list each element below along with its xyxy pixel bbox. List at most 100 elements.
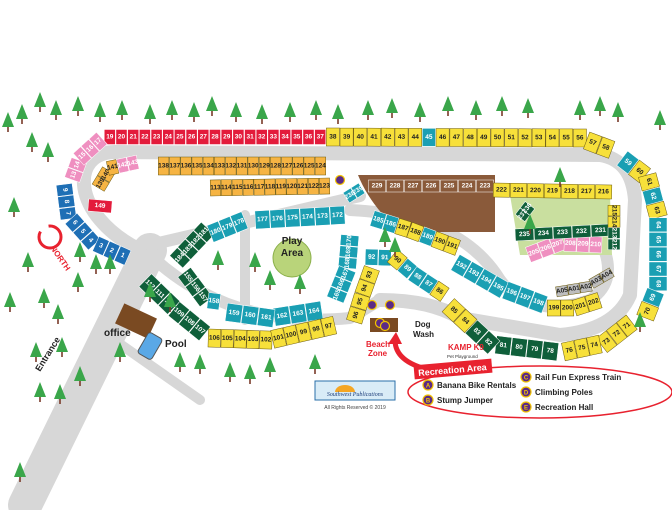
recreation-marker-d[interactable] (384, 299, 396, 311)
campsite[interactable]: 165 (326, 286, 348, 304)
campsite[interactable]: 9 (55, 183, 74, 197)
campsite[interactable]: 7 (58, 206, 77, 221)
campsite[interactable]: 75 (573, 337, 591, 359)
campsite[interactable]: 17 (88, 131, 108, 152)
campsite[interactable]: 84 (453, 308, 478, 334)
campsite[interactable]: 42 (380, 127, 395, 147)
campsite[interactable]: 175 (284, 208, 301, 228)
campsite[interactable]: 189 (418, 226, 437, 247)
campsite[interactable]: 234 (533, 226, 554, 241)
campsite[interactable]: 37 (314, 129, 326, 145)
campsite[interactable]: 79 (525, 339, 544, 360)
campsite[interactable]: 168 (337, 256, 358, 270)
campsite[interactable]: 62 (642, 186, 664, 206)
campsite[interactable]: 129 (258, 156, 270, 176)
campsite[interactable]: 82 (476, 330, 501, 355)
campsite[interactable]: 58 (595, 136, 616, 159)
campsite[interactable]: 61 (638, 172, 660, 192)
campsite[interactable]: A02 (579, 280, 593, 294)
campsite[interactable]: 166 (330, 275, 352, 293)
campsite[interactable]: 117 (253, 178, 265, 196)
campsite[interactable]: 27 (197, 129, 210, 145)
campsite[interactable]: 160 (240, 305, 260, 326)
campsite[interactable]: 228 (386, 179, 404, 193)
campsite[interactable]: 184 (169, 247, 191, 269)
campsite[interactable]: 220 (526, 183, 545, 199)
campsite[interactable]: 97 (320, 315, 338, 337)
campsite[interactable]: 73 (595, 330, 618, 353)
campsite[interactable]: 105 (220, 329, 234, 349)
campsite[interactable]: 21 (127, 129, 139, 145)
office-building[interactable] (115, 303, 157, 339)
campsite[interactable]: 213 (607, 227, 621, 239)
campsite[interactable]: 216 (594, 184, 613, 200)
campsite[interactable]: 187 (394, 217, 412, 238)
campsite[interactable]: 118 (264, 178, 276, 196)
campsite[interactable]: 87 (418, 273, 439, 295)
campsite[interactable]: 67 (648, 261, 668, 277)
campsite[interactable]: 192 (450, 254, 472, 278)
campsite[interactable]: 195 (487, 275, 510, 299)
campsite[interactable]: 194 (475, 268, 497, 292)
campsite[interactable]: 114 (220, 179, 232, 197)
campsite[interactable]: 139 (91, 175, 110, 192)
campsite[interactable]: 113 (209, 179, 221, 197)
campsite[interactable]: 34 (279, 129, 291, 145)
campsite[interactable]: 198 (528, 291, 549, 314)
playground[interactable] (272, 238, 312, 278)
campsite[interactable]: 90 (386, 249, 408, 271)
campsite[interactable]: 131 (236, 156, 248, 176)
campsite[interactable]: 95 (350, 292, 371, 311)
campsite[interactable]: 233 (552, 225, 573, 240)
campsite[interactable]: 236 (519, 200, 536, 216)
campsite[interactable]: 102 (259, 330, 273, 350)
campsite[interactable]: 167 (334, 265, 357, 283)
campsite[interactable]: 44 (408, 128, 423, 147)
campsite[interactable]: 164 (304, 300, 324, 322)
campsite[interactable]: 174 (299, 207, 316, 227)
campsite[interactable]: 149 (87, 198, 113, 214)
campsite[interactable]: 28 (209, 129, 221, 145)
campsite[interactable]: 161 (256, 307, 276, 328)
campsite[interactable]: 215 (607, 205, 621, 216)
campsite[interactable]: 38 (326, 127, 340, 147)
campsite[interactable]: 121 (297, 178, 309, 195)
campsite[interactable]: 155 (177, 267, 199, 287)
campsite[interactable]: 59 (616, 150, 640, 175)
campsite[interactable]: 47 (449, 128, 464, 147)
campsite[interactable]: 24 (162, 129, 175, 145)
recreation-marker-e[interactable] (379, 320, 391, 332)
campsite[interactable]: 78 (541, 341, 560, 362)
campsite[interactable]: 43 (394, 128, 409, 147)
campsite[interactable]: 3 (92, 236, 110, 256)
campsite[interactable]: 68 (648, 276, 668, 292)
campsite[interactable]: 226 (422, 179, 440, 193)
campsite[interactable]: 206 (536, 238, 555, 259)
campsite[interactable]: 178 (229, 211, 249, 234)
campsite[interactable]: 188 (406, 222, 425, 242)
campsite[interactable]: 48 (463, 128, 477, 147)
campsite[interactable]: 199 (547, 299, 561, 317)
campsite[interactable]: A04 (598, 267, 615, 283)
campsite[interactable]: 115 (231, 179, 243, 196)
campsite[interactable]: 13 (64, 167, 84, 183)
campsite[interactable]: 83 (464, 319, 489, 344)
campsite[interactable]: 76 (561, 340, 578, 362)
campsite[interactable]: 205 (525, 242, 543, 263)
campsite[interactable]: 26 (185, 129, 198, 145)
campsite[interactable]: 200 (560, 299, 575, 317)
campsite[interactable]: 94 (354, 278, 375, 298)
campsite[interactable]: 128 (270, 156, 281, 176)
campsite[interactable]: 169 (338, 245, 359, 259)
campsite[interactable]: 5 (72, 221, 93, 242)
campsite[interactable]: 173 (314, 206, 331, 226)
campsite[interactable]: 162 (272, 305, 292, 327)
campsite[interactable]: 51 (504, 128, 519, 147)
campsite[interactable]: 88 (407, 266, 428, 288)
campsite[interactable]: 191 (442, 235, 461, 256)
campsite[interactable]: 201 (571, 296, 590, 317)
campsite[interactable]: 172 (329, 205, 346, 226)
campsite[interactable]: 4 (80, 230, 101, 251)
campsite[interactable]: 32 (255, 129, 268, 145)
campsite[interactable]: 1 (113, 245, 132, 266)
